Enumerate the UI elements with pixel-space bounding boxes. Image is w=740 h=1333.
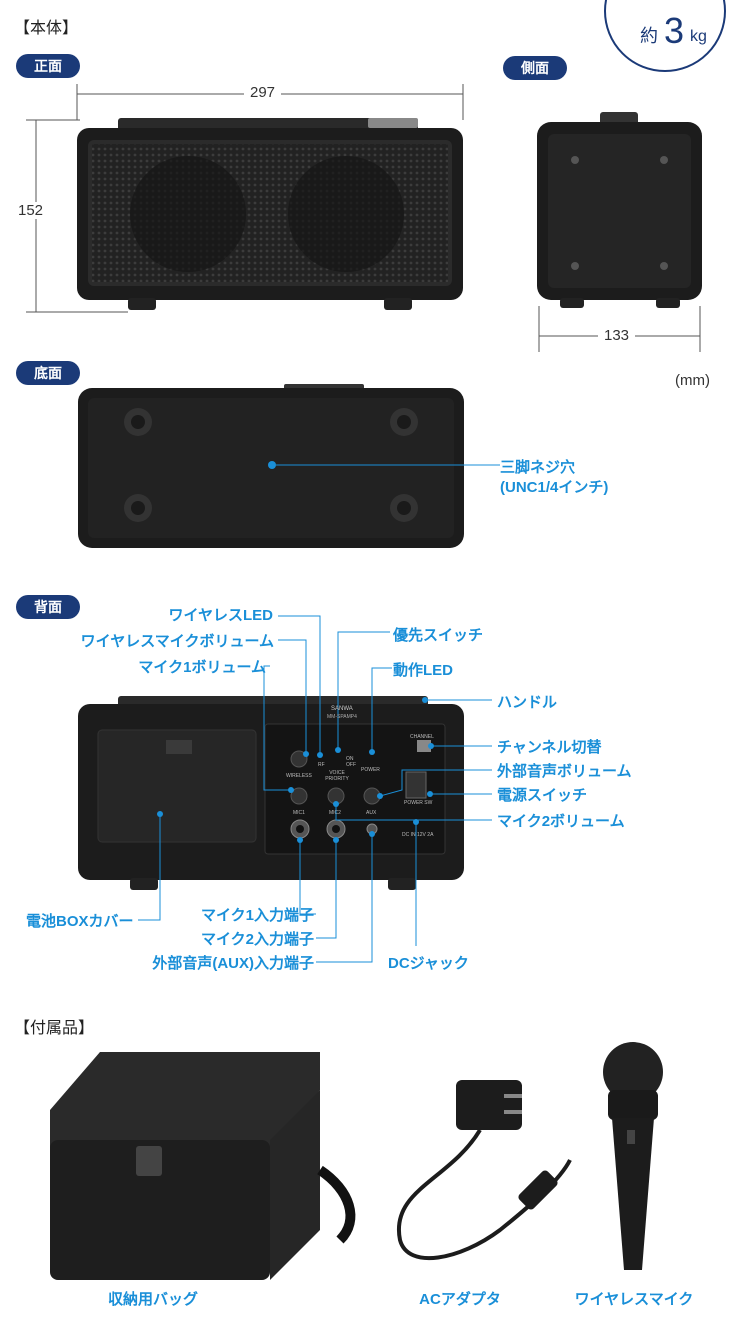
accessories-heading: 【付属品】 [14, 1020, 95, 1037]
channel-switch-label: チャンネル切替 [497, 739, 602, 756]
power-led-label: 動作LED [393, 662, 454, 679]
bag-caption: 収納用バッグ [107, 1291, 198, 1308]
depth-dimension: 133 [598, 327, 636, 344]
mic1-input-label: マイク1入力端子 [200, 907, 314, 924]
weight-unit: kg [690, 28, 707, 45]
ac-adapter-image [396, 1080, 572, 1261]
aux-input-label: 外部音声(AUX)入力端子 [152, 955, 314, 972]
front-view-label: 正面 [16, 54, 80, 78]
width-dimension: 297 [244, 84, 282, 101]
side-view-label: 側面 [503, 56, 567, 80]
weight-prefix: 約 [640, 26, 658, 46]
power-switch-label: 電源スイッチ [497, 787, 588, 804]
bottom-view-illustration [78, 384, 470, 548]
main-unit-heading: 【本体】 [14, 20, 79, 37]
handle-label: ハンドル [497, 694, 558, 711]
adapter-caption: ACアダプタ [419, 1291, 501, 1308]
panel-model: MM-SPAMP4 [327, 714, 357, 720]
mic-caption: ワイヤレスマイク [574, 1291, 694, 1308]
mic2-input-label: マイク2入力端子 [200, 931, 314, 948]
dimension-unit: (mm) [675, 372, 710, 389]
tripod-hole-label: 三脚ネジ穴 [500, 459, 576, 476]
panel-brand: SANWA [331, 706, 353, 712]
panel-on: ON [346, 756, 354, 762]
bag-image [50, 1052, 356, 1280]
height-dimension: 152 [14, 202, 48, 219]
panel-off: OFF [346, 762, 356, 768]
panel-dc-in: DC IN 12V 2A [402, 832, 434, 838]
tripod-hole-spec: (UNC1/4インチ) [500, 479, 609, 496]
mic1-volume-label: マイク1ボリューム [138, 659, 266, 676]
mic2-volume-label: マイク2ボリューム [497, 813, 625, 830]
panel-channel: CHANNEL [410, 734, 434, 740]
side-view-illustration [537, 112, 702, 352]
wireless-led-label: ワイヤレスLED [168, 607, 273, 624]
panel-mic2: MIC2 [329, 810, 341, 816]
panel-mic1: MIC1 [293, 810, 305, 816]
wireless-mic-volume-label: ワイヤレスマイクボリューム [80, 633, 274, 650]
battery-cover-label: 電池BOXカバー [26, 913, 134, 930]
panel-rf: RF [318, 762, 325, 768]
external-audio-volume-label: 外部音声ボリューム [497, 763, 632, 780]
panel-power: POWER [361, 767, 380, 773]
back-view-label: 背面 [16, 595, 80, 619]
tripod-leader [470, 464, 500, 466]
panel-voice-priority: VOICE PRIORITY [325, 770, 349, 782]
back-view-illustration [78, 615, 492, 963]
dc-jack-label: DCジャック [388, 955, 469, 972]
panel-power-sw: POWER SW [404, 800, 433, 806]
weight-value: 3 [664, 10, 685, 51]
panel-aux: AUX [366, 810, 377, 816]
accessories-illustration [50, 1042, 663, 1280]
wireless-mic-image [603, 1042, 663, 1270]
priority-switch-label: 優先スイッチ [393, 627, 484, 644]
weight-badge: 約 3 kg [604, 0, 726, 72]
bottom-view-label: 底面 [16, 361, 80, 385]
panel-wireless: WIRELESS [286, 773, 312, 779]
front-view-illustration [26, 84, 464, 313]
